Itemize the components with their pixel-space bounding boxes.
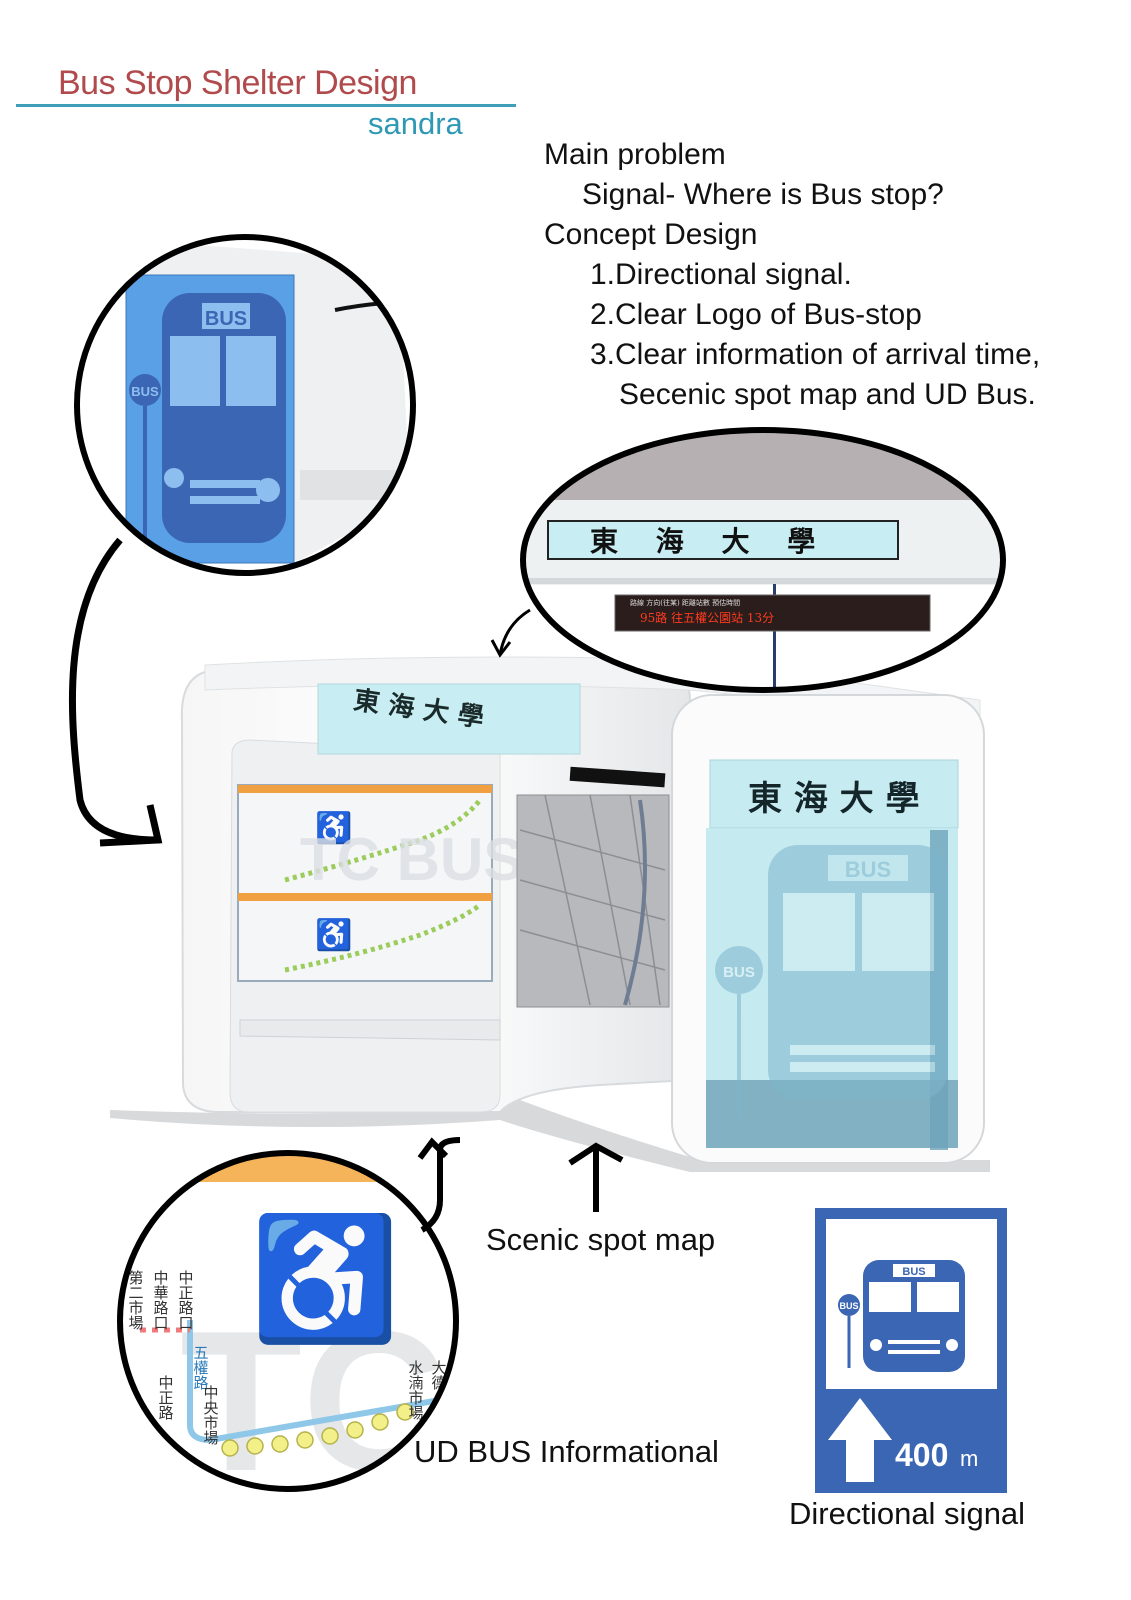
svg-text:BUS: BUS bbox=[839, 1301, 858, 1311]
curved-arrow-icon bbox=[68, 537, 161, 844]
caption-scenic-map: Scenic spot map bbox=[486, 1222, 716, 1257]
ud-stop-1: 第二市場 bbox=[127, 1269, 144, 1330]
svg-text:TC BUS: TC BUS bbox=[300, 826, 523, 893]
notes-problem: Signal- Where is Bus stop? bbox=[582, 178, 944, 211]
sign-bus-stop-pole-icon: BUS bbox=[838, 1294, 860, 1368]
ud-stop-shuinan: 水湳市場 bbox=[407, 1360, 424, 1420]
route-board-wheelchair-icon-2: ♿ bbox=[315, 917, 352, 952]
directional-sign: BUS BUS 400 m bbox=[815, 1208, 1007, 1493]
booth-stop-name: 東 海 大 學 bbox=[748, 779, 920, 819]
ud-bus-magnifier: TC ♿ 第二市場 中華路口 中正路口 中正路 五權路 中央市場 水湳市場 大德 bbox=[117, 1150, 459, 1492]
notes-item-1: 1.Directional signal. bbox=[590, 258, 852, 291]
svg-text:BUS: BUS bbox=[205, 308, 247, 330]
magnified-bus-icon: BUS bbox=[162, 293, 286, 543]
wheelchair-icon: ♿ bbox=[250, 1211, 399, 1347]
arrow-up-icon bbox=[568, 1142, 624, 1212]
ud-pointer-arrow bbox=[420, 1137, 461, 1233]
svg-text:BUS: BUS bbox=[131, 384, 159, 399]
caption-directional-signal: Directional signal bbox=[789, 1496, 1026, 1531]
page-title: Bus Stop Shelter Design bbox=[58, 64, 417, 102]
author-name: sandra bbox=[368, 106, 463, 141]
notes-item-2: 2.Clear Logo of Bus-stop bbox=[590, 298, 922, 331]
magnified-bus-stop-pole-icon: BUS bbox=[129, 374, 161, 546]
magnified-stop-name: 東 海 大 學 bbox=[590, 525, 829, 558]
notes-item-3a: 3.Clear information of arrival time, bbox=[590, 338, 1041, 371]
ud-stop-2: 中華路口 bbox=[152, 1270, 169, 1330]
title-underline bbox=[16, 104, 516, 107]
caption-ud-bus: UD BUS Informational bbox=[414, 1434, 719, 1469]
led-sign-magnifier: 東 海 大 學 路線 方向(往某) 距離站數 預估時間 95路 往五權公園站 1… bbox=[520, 427, 1006, 693]
notes-heading-concept: Concept Design bbox=[544, 218, 758, 251]
sign-bus-icon: BUS bbox=[863, 1260, 965, 1372]
led-arrival-message: 95路 往五權公園站 13分 bbox=[640, 610, 774, 625]
svg-text:BUS: BUS bbox=[723, 964, 755, 981]
booth-bus-icon: BUS bbox=[768, 845, 948, 1100]
sign-distance-unit: m bbox=[960, 1446, 978, 1471]
arrow-head bbox=[99, 804, 163, 847]
notes-item-3b: Secenic spot map and UD Bus. bbox=[619, 378, 1036, 411]
bus-logo-magnifier: BUS BUS bbox=[74, 234, 416, 576]
ud-stop-4: 中正路 bbox=[157, 1375, 174, 1420]
ud-stop-3: 中正路口 bbox=[177, 1270, 194, 1330]
ud-stop-central-market: 中央市場 bbox=[202, 1385, 219, 1445]
sign-distance: 400 bbox=[895, 1437, 948, 1473]
bus-shelter: 東 海 大 學 ♿ ♿ TC BUS 東 海 大 學 BUS bbox=[110, 656, 990, 1172]
booth-bus-stop-pole-icon: BUS bbox=[715, 946, 763, 1119]
route-board-wheelchair-icon: ♿ bbox=[315, 810, 352, 845]
sign-arrow-up-icon bbox=[828, 1398, 892, 1482]
svg-text:BUS: BUS bbox=[902, 1266, 925, 1278]
svg-text:BUS: BUS bbox=[845, 857, 891, 882]
led-pointer-arrow bbox=[498, 608, 531, 656]
ud-road-label: 五權路 bbox=[192, 1345, 209, 1390]
notes-heading-main-problem: Main problem bbox=[544, 138, 726, 171]
led-header: 路線 方向(往某) 距離站數 預估時間 bbox=[630, 598, 740, 607]
